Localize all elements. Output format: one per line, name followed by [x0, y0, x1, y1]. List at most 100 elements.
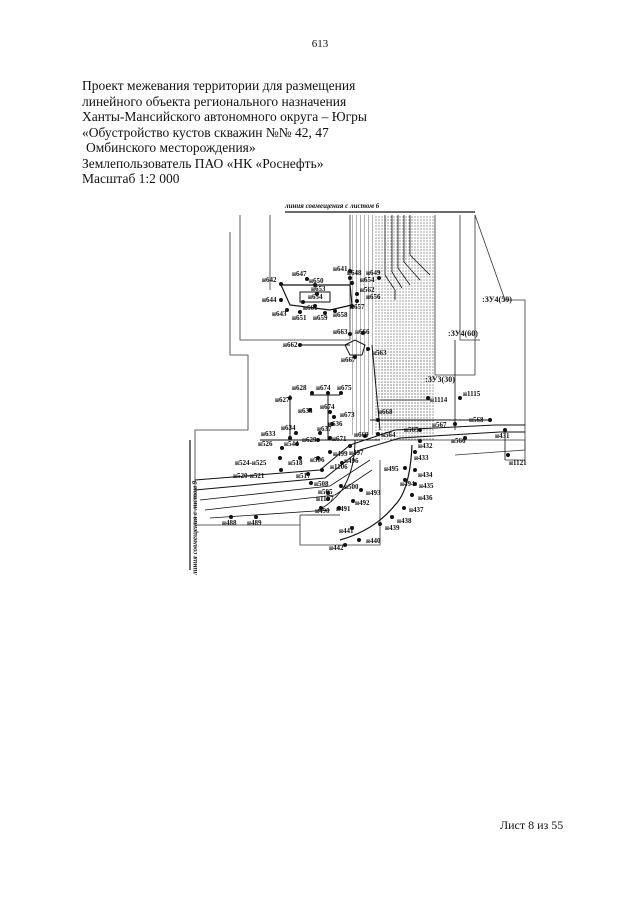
survey-point-marker [363, 434, 367, 438]
header-line: Землепользователь ПАО «НК «Роснефть» [82, 155, 324, 171]
survey-point-label: н567 [432, 421, 447, 429]
survey-point-marker [332, 415, 336, 419]
survey-point-marker [298, 343, 302, 347]
hatched-band [350, 215, 375, 435]
survey-point-label: н1115 [463, 390, 481, 398]
survey-point-marker [318, 431, 322, 435]
survey-point-label: н435 [419, 482, 434, 490]
survey-point-label: н634 [281, 424, 296, 432]
contour-line [384, 215, 396, 300]
survey-point-label: н629 [302, 436, 317, 444]
survey-point-label: н644 [262, 296, 277, 304]
survey-point-label: н488 [222, 519, 237, 527]
parcel-outline [454, 214, 526, 456]
survey-point-marker [390, 515, 394, 519]
survey-point-marker [350, 526, 354, 530]
survey-point-label: н1121 [509, 459, 527, 467]
survey-point-marker [295, 442, 299, 446]
header-line: Ханты-Мансийского автономного округа – Ю… [82, 109, 367, 124]
survey-point-marker [355, 292, 359, 296]
survey-point-marker [463, 436, 467, 440]
survey-point-label: н442 [329, 544, 344, 552]
survey-point-marker [488, 418, 492, 422]
survey-point-label: н489 [247, 519, 262, 527]
dotted-area [380, 350, 430, 430]
survey-point-marker [285, 308, 289, 312]
survey-point-label: н431 [495, 432, 510, 440]
survey-point-label: н526 [258, 440, 273, 448]
survey-point-label: н658 [333, 311, 348, 319]
top-line-label: линия совмещения с листом 6 [284, 202, 380, 210]
survey-point-label: н674 [320, 403, 335, 411]
survey-point-marker [413, 468, 417, 472]
survey-point-label: н657 [350, 303, 365, 311]
survey-point-marker [229, 515, 233, 519]
survey-point-label: н627 [275, 396, 290, 404]
survey-point-label: н628 [292, 384, 307, 392]
survey-point-label: н671 [332, 435, 347, 443]
survey-point-marker [453, 422, 457, 426]
survey-point-marker [357, 538, 361, 542]
survey-point-marker [348, 269, 352, 273]
survey-point-marker [313, 283, 317, 287]
survey-point-marker [353, 355, 357, 359]
survey-point-marker [298, 456, 302, 460]
survey-point-label: н493 [366, 489, 381, 497]
survey-point-label: н441 [339, 527, 354, 535]
road-line [194, 424, 525, 481]
survey-point-marker [298, 310, 302, 314]
survey-point-label: н633 [261, 430, 276, 438]
header-line: Масштаб 1:2 000 [82, 171, 180, 186]
survey-point-label: н648 [347, 269, 362, 277]
survey-point-marker [348, 444, 352, 448]
survey-point-label: н654 [308, 293, 323, 301]
zone-label: :ЗУ4(60) [448, 329, 478, 338]
survey-point-marker [348, 276, 352, 280]
survey-point-label: н495 [384, 465, 399, 473]
parcel-outline [459, 215, 480, 341]
survey-point-marker [254, 515, 258, 519]
survey-point-marker [313, 304, 317, 308]
survey-point-marker [326, 497, 330, 501]
survey-point-label: н1106 [330, 463, 348, 471]
survey-point-marker [355, 299, 359, 303]
survey-point-label: н524-н525 [235, 459, 267, 467]
survey-point-label: н673 [340, 411, 355, 419]
survey-point-label: н496 [344, 457, 359, 465]
survey-point-label: н668 [378, 408, 393, 416]
survey-point-marker [339, 391, 343, 395]
survey-point-marker [279, 282, 283, 286]
parcel-boundary [344, 339, 366, 356]
survey-point-marker [458, 396, 462, 400]
survey-point-label: н642 [262, 276, 277, 284]
parcel-outline [194, 232, 301, 526]
survey-point-label: н1114 [430, 396, 448, 404]
survey-point-marker [316, 456, 320, 460]
parcel-outline [390, 439, 526, 461]
survey-point-marker [410, 493, 414, 497]
survey-point-label: н566 [451, 437, 466, 445]
survey-point-marker [413, 482, 417, 486]
survey-point-label: н653 [311, 285, 326, 293]
survey-point-marker [418, 439, 422, 443]
document-header: Проект межевания территории для размещен… [82, 78, 367, 187]
survey-point-marker [333, 309, 337, 313]
survey-point-label: н635 [298, 407, 313, 415]
header-line: линейного объекта регионального назначен… [82, 93, 347, 109]
survey-point-marker [278, 456, 282, 460]
survey-point-marker [506, 453, 510, 457]
survey-point-marker [366, 347, 370, 351]
survey-point-marker [326, 391, 330, 395]
contour-line [397, 215, 411, 286]
left-line-label: линия совмещения с листом 9 [191, 480, 199, 576]
survey-point-marker [337, 506, 341, 510]
pipeline-curve [339, 444, 413, 541]
survey-point-marker [418, 428, 422, 432]
survey-point-marker [316, 438, 320, 442]
survey-point-marker [288, 396, 292, 400]
survey-point-label: н490 [315, 507, 330, 515]
survey-point-marker [339, 484, 343, 488]
zone-label: :ЗУ4(59) [482, 295, 512, 304]
survey-point-marker [403, 466, 407, 470]
